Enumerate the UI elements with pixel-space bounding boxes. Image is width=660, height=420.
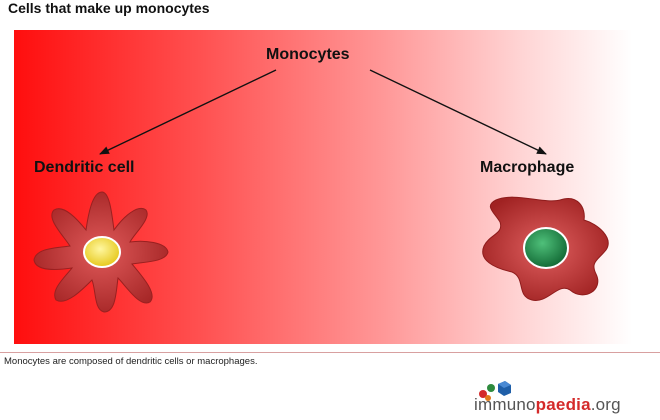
logo-text-part3: .org (590, 395, 621, 414)
macrophage-icon (482, 196, 609, 301)
caption-text: Monocytes are composed of dendritic cell… (4, 356, 258, 367)
logo-text-part1: immuno (474, 395, 536, 414)
immunopaedia-logo[interactable]: immunopaedia.org (468, 380, 656, 418)
slide-title: Cells that make up monocytes (8, 0, 210, 16)
diagram-arrows (99, 69, 547, 155)
molecule-icon (479, 381, 511, 401)
arrow-to-macrophage (369, 69, 547, 155)
arrow-to-dendritic-cell (99, 69, 277, 155)
logo-text-part2: paedia (535, 395, 591, 414)
caption-divider (0, 352, 660, 353)
node-monocytes: Monocytes (266, 46, 350, 63)
node-dendritic-cell: Dendritic cell (34, 159, 135, 176)
logo-text: immunopaedia.org (474, 395, 621, 415)
diagram-panel: Monocytes Dendritic cell Macrophage (14, 30, 632, 344)
dendritic-cell-icon (33, 191, 169, 313)
node-macrophage: Macrophage (480, 159, 575, 176)
